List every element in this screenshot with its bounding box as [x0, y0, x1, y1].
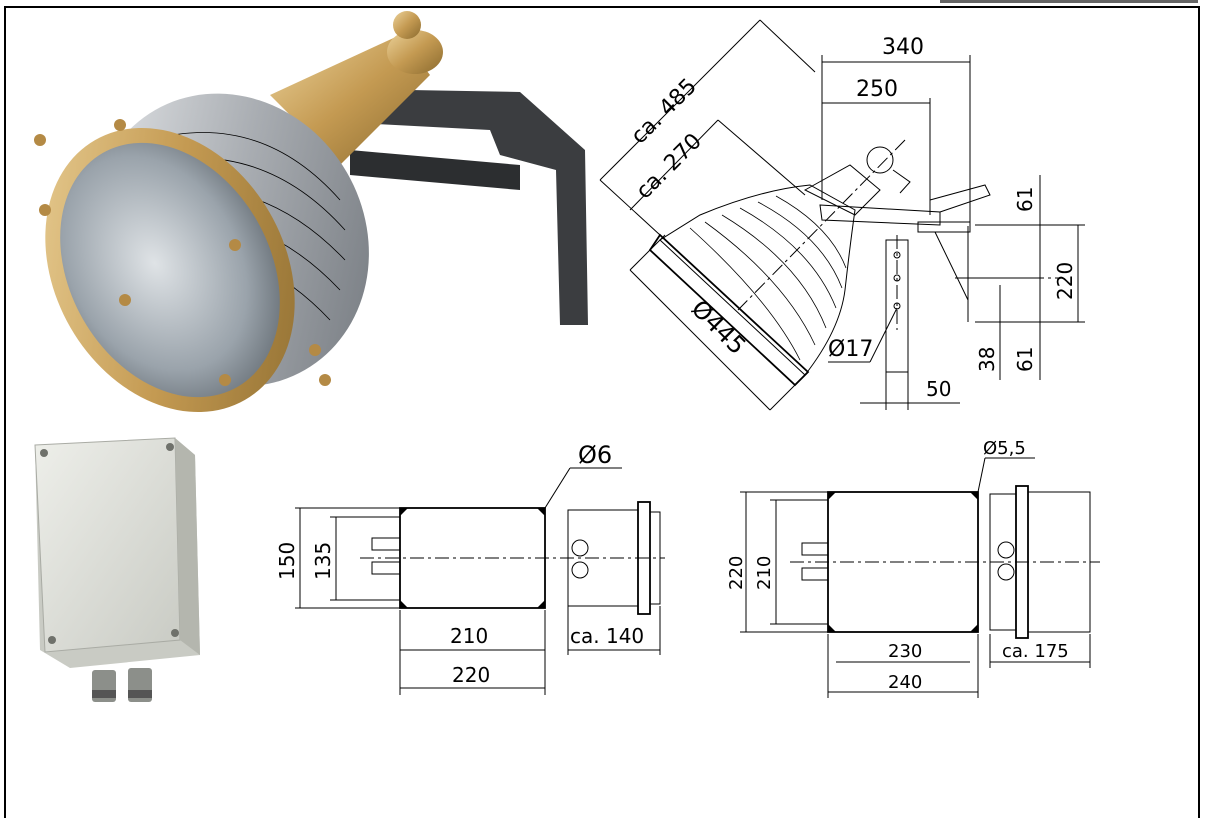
small-dim-width-outer: 220	[452, 663, 490, 687]
small-dim-height-outer: 150	[275, 542, 299, 580]
top-edge-mark	[940, 0, 1198, 3]
large-box-drawing: Ø5,5 220 210 230 240 ca. 175	[726, 438, 1100, 698]
dim-slot: 38	[975, 347, 999, 372]
dim-shade-diameter: Ø445	[686, 294, 752, 360]
drawing-frame	[4, 6, 1200, 818]
dim-lower-offset: 61	[1013, 347, 1037, 372]
floodlight-photo	[34, 11, 588, 413]
large-dim-width-inner: 230	[888, 641, 922, 662]
small-dim-width-inner: 210	[450, 624, 488, 648]
small-dim-depth: ca. 140	[570, 624, 644, 648]
small-box-drawing: Ø6 150 135 210 220 ca. 140	[275, 441, 665, 695]
lamp-drawing: ca. 485 ca. 270 Ø445 340 250 Ø17 220 61 …	[599, 19, 1085, 411]
dim-bracket-depth: 50	[926, 377, 951, 401]
small-dim-hole: Ø6	[578, 441, 612, 469]
junction-box-photo	[34, 437, 200, 702]
small-dim-height-inner: 135	[311, 542, 335, 580]
large-dim-hole: Ø5,5	[983, 438, 1026, 459]
dim-hole-diameter: Ø17	[828, 337, 873, 362]
large-dim-width-outer: 240	[888, 672, 922, 693]
large-dim-height-inner: 210	[754, 556, 775, 590]
dim-upper-offset: 61	[1013, 187, 1037, 212]
dim-width-total: 340	[882, 35, 924, 60]
large-dim-height-outer: 220	[726, 556, 747, 590]
dim-width-to-bracket: 250	[856, 77, 898, 102]
dim-bracket-plate: 220	[1053, 262, 1077, 300]
large-dim-depth: ca. 175	[1002, 641, 1069, 662]
